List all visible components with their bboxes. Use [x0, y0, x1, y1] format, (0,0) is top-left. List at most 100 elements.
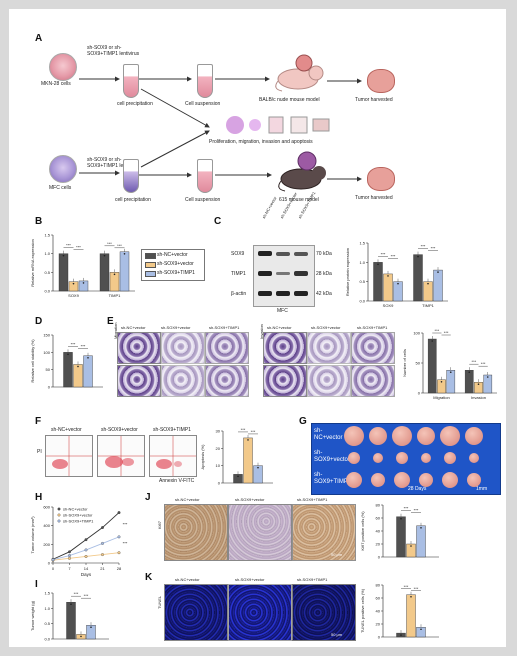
tumor-specimen — [444, 452, 456, 464]
significance-label: *** — [444, 330, 449, 335]
band — [294, 291, 308, 296]
legend-marker — [57, 513, 61, 517]
kda-42: 42 kDa — [316, 291, 332, 297]
bar — [243, 437, 253, 484]
e-col-3b-label: sh-SOX9+TIMP1 — [357, 325, 388, 330]
mkn28-label: MKN-28 cells — [41, 81, 71, 87]
x-axis-label: Days — [81, 572, 92, 577]
significance-label: *** — [107, 241, 112, 246]
significance-label: *** — [81, 343, 86, 348]
data-point — [117, 511, 121, 515]
legend-marker — [57, 507, 61, 511]
x-tick-label: 21 — [100, 566, 105, 571]
band — [276, 291, 290, 296]
bar — [406, 594, 416, 638]
y-tick-label: 100 — [43, 350, 50, 355]
x-category-label: SOX9 — [68, 293, 79, 298]
bar — [373, 262, 383, 302]
j-col-2-label: sh-SOX9+vector — [235, 497, 265, 502]
kda-28: 28 kDa — [316, 271, 332, 277]
bar — [427, 338, 437, 394]
data-point — [77, 365, 79, 368]
data-point — [117, 535, 121, 539]
y-tick-label: 1.5 — [44, 233, 50, 238]
y-axis-label: TUNEL positive cells (%) — [360, 588, 365, 633]
tumor-specimen — [421, 453, 431, 463]
tumor-specimen — [392, 426, 412, 446]
y-tick-label: 10 — [216, 463, 221, 468]
y-tick-label: 50 — [46, 367, 51, 372]
y-axis-label: Relative mRNA expression — [30, 239, 35, 287]
tumor-specimen — [440, 426, 460, 446]
tunel-image — [228, 584, 292, 641]
precipitation-bottom-label: cell precipitation — [115, 197, 151, 203]
tumor-top-label: Tumor harvested — [355, 97, 393, 103]
x-tick-label: 28 — [117, 566, 122, 571]
precipitation-top-label: cell precipitation — [117, 101, 153, 107]
data-point — [400, 517, 402, 520]
bar — [63, 352, 73, 388]
invasion-image — [263, 332, 307, 364]
significance-label: *** — [71, 341, 76, 346]
y-tick-label: 50 — [416, 361, 421, 366]
legend-swatch-ctrl — [145, 253, 156, 259]
bar — [233, 474, 243, 484]
k-col-3-label: sh-SOX9+TIMP1 — [297, 577, 328, 582]
bar — [423, 281, 433, 302]
data-point — [420, 527, 422, 529]
suspension-bottom-label: Cell suspension — [185, 197, 221, 203]
band — [276, 272, 290, 275]
data-point — [486, 376, 489, 378]
legend-swatch-timp1 — [145, 271, 156, 277]
y-tick-label: 40 — [376, 529, 381, 534]
band — [258, 291, 272, 296]
tumor-specimen — [417, 427, 435, 445]
y-tick-label: 0.0 — [359, 299, 365, 304]
tumor-specimen — [346, 472, 362, 488]
data-point — [84, 555, 88, 558]
legend: sh-NC+vector sh-SOX9+vector sh-SOX9+TIMP… — [141, 249, 205, 281]
tumor-specimen — [369, 427, 387, 445]
band — [258, 271, 272, 276]
data-point — [257, 466, 259, 469]
y-tick-label: 0.5 — [44, 621, 50, 626]
bar — [416, 525, 426, 558]
g-scale-label: 1mm — [476, 486, 488, 492]
y-tick-label: 0 — [378, 635, 381, 640]
tumor-specimen — [373, 453, 383, 463]
precipitation-top-tube-icon — [123, 64, 139, 98]
blot-lane-1-label: sh-NC+vector — [261, 195, 278, 220]
data-point — [420, 628, 422, 631]
tumor-specimen — [442, 472, 458, 488]
bar — [73, 364, 83, 388]
migration-zoom-image — [161, 365, 205, 397]
y-tick-label: 1.0 — [44, 606, 50, 611]
x-category-label: SOX9 — [383, 303, 394, 308]
significance-label: *** — [123, 522, 128, 527]
data-point — [468, 371, 471, 373]
k-row-label: TUNEL — [157, 595, 162, 609]
y-tick-label: 600 — [43, 505, 50, 510]
y-axis-label: Tumor weight (g) — [30, 600, 35, 631]
panel-b-label: B — [35, 216, 43, 227]
j-col-1-label: sh-NC+vector — [175, 497, 200, 502]
figure-sheet: A MKN-28 cells sh-SOX9 or sh-SOX9+TIMP1 … — [9, 9, 506, 647]
migration-zoom-image — [205, 365, 249, 397]
bar — [433, 269, 443, 302]
e-col-3-label: sh-SOX9+TIMP1 — [209, 325, 240, 330]
x-tick-label: 14 — [84, 566, 89, 571]
g-days-label: 28 Days — [408, 486, 427, 492]
panel-f-label: F — [35, 416, 42, 427]
bar — [119, 251, 130, 292]
invasion-zoom-image — [263, 365, 307, 397]
y-tick-label: 40 — [376, 609, 381, 614]
tumor-top-icon — [367, 69, 395, 93]
bar — [86, 625, 96, 640]
band — [294, 252, 308, 256]
bar — [99, 253, 110, 292]
data-point — [113, 273, 116, 276]
data-point — [117, 551, 121, 555]
